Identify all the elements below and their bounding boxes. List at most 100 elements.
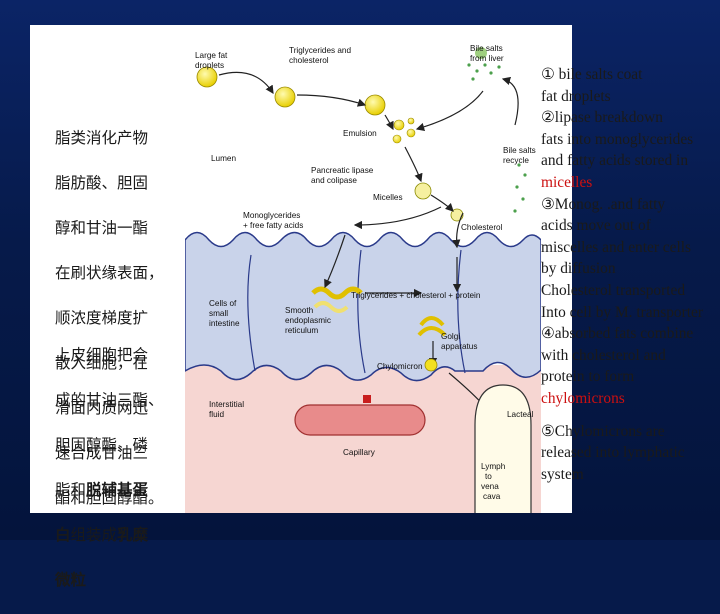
label-chylomicron: Chylomicron [377, 362, 423, 371]
en-line-highlight: chylomicrons [541, 389, 625, 407]
label-triglycerides: Triglycerides and [289, 46, 351, 55]
label-cholesterol: cholesterol [289, 56, 329, 65]
en-line: fats into monoglycerides [541, 130, 694, 148]
label-bile-recycle-1: Bile salts [503, 146, 536, 155]
label-cholesterol-right: Cholesterol [461, 223, 503, 232]
arrow [218, 71, 274, 95]
smooth-er [313, 301, 349, 313]
cn2-text: 组装成 [70, 525, 118, 544]
label-bile-salts: Bile salts [470, 44, 503, 53]
label-cells-3: intestine [209, 319, 240, 328]
label-micelles: Micelles [373, 193, 403, 202]
label-emulsion: Emulsion [343, 129, 377, 138]
smooth-er [311, 286, 363, 300]
en-line: ③Monog. .and fatty [541, 195, 666, 213]
en-line: ④absorbed fats combine [541, 325, 694, 343]
cn2-bold: 白 [55, 525, 71, 544]
intestinal-cells [185, 231, 541, 382]
micelle [414, 182, 432, 200]
label-large-fat: Large fat [195, 51, 228, 60]
label-cells-2: small [209, 309, 228, 318]
cn2-line: 微粒 [55, 569, 185, 592]
fat-droplet [475, 47, 487, 59]
en-line: protein to form [541, 368, 635, 386]
label-golgi-2: apparatus [441, 342, 477, 351]
en-line: system [541, 465, 584, 483]
capillary-marker [363, 395, 371, 403]
label-pancreatic-2: and colipase [311, 176, 357, 185]
label-smooth-2: endoplasmic [285, 316, 331, 325]
cn1-line: 醇和甘油一酯 [55, 218, 149, 237]
cn1-line: 酯和胆固醇酯。 [55, 488, 164, 507]
en-line: ① bile salts coat [541, 66, 643, 83]
label-lymph-4: cava [483, 492, 501, 501]
en-line: ②lipase breakdown [541, 109, 663, 127]
english-explanation: ① bile salts coat fat droplets ②lipase b… [541, 64, 720, 485]
lumen-region [185, 25, 541, 240]
en-line-highlight: micelles [541, 173, 593, 191]
arrow [353, 206, 442, 230]
label-lacteal: Lacteal [507, 410, 534, 419]
label-from-liver: from liver [470, 54, 504, 63]
en-line: acids move out of [541, 217, 651, 235]
en-line: with cholesterol and [541, 346, 666, 364]
label-lymph-2: to [485, 472, 492, 481]
bile-salt-dots [467, 63, 527, 213]
cn2-text: 脂和 [55, 480, 87, 499]
cn2-bold: 微粒 [55, 570, 87, 589]
lacteal [474, 384, 532, 513]
label-capillary: Capillary [343, 448, 376, 457]
cn1-line: 在刷状缘表面， [55, 263, 164, 282]
cell-boundary [457, 249, 466, 374]
arrow [501, 76, 519, 126]
emulsion-droplets [392, 117, 416, 144]
golgi-apparatus [417, 326, 447, 337]
label-bile-recycle-2: recycle [503, 156, 529, 165]
label-tg-protein: Triglycerides + cholesterol + protein [351, 291, 481, 300]
cn1-line: 滑面内质网迅 [55, 398, 149, 417]
label-monoglycerides-1: Monoglycerides [243, 211, 300, 220]
label-monoglycerides-2: + free fatty acids [243, 221, 303, 230]
cn2-bold: 脱辅基蛋 [86, 480, 149, 499]
label-pancreatic-1: Pancreatic lipase [311, 166, 374, 175]
label-smooth-3: reticulum [285, 326, 318, 335]
cell-boundary [247, 254, 256, 372]
en-line: Into cell by M. transporter [541, 303, 703, 321]
en-spacer [541, 410, 720, 421]
label-lymph-1: Lymph [481, 462, 506, 471]
micelle [450, 208, 464, 222]
cn2-line: 白组装成乳糜 [55, 524, 185, 547]
cn2-line: 上皮细胞把合 [55, 345, 149, 364]
en-line: ⑤Chylomicrons are [541, 422, 665, 440]
label-interstitial-2: fluid [209, 410, 224, 419]
label-cells-1: Cells of [209, 299, 237, 308]
arrow [324, 234, 346, 289]
en-line: released into lymphatic [541, 444, 685, 462]
cn1-line: 速合成甘油三 [55, 443, 149, 462]
label-interstitial-1: Interstitial [209, 400, 244, 409]
en-line: Cholesterol transported [541, 281, 686, 299]
cn1-line: 脂肪酸、胆固 [55, 173, 149, 192]
arrow [296, 94, 367, 107]
chylomicron [424, 358, 438, 372]
arrow [384, 114, 394, 131]
cn2-line: 成的甘油三酯、 [55, 390, 164, 409]
golgi-apparatus [419, 316, 445, 327]
en-line: miscelles and enter cells [541, 238, 691, 256]
cell-boundary [357, 249, 366, 374]
fat-droplet [274, 86, 296, 108]
label-lumen: Lumen [211, 154, 236, 163]
label-droplets: droplets [195, 61, 224, 70]
arrow [415, 90, 484, 132]
cn1-line: 散入细胞，在 [55, 353, 149, 372]
cn2-line: 胆固醇酯、磷 [55, 435, 149, 454]
en-line: by diffusion [541, 260, 616, 278]
fat-droplet [196, 66, 218, 88]
arrow [452, 212, 464, 249]
arrow [430, 194, 454, 212]
cn2-line: 脂和脱辅基蛋 [55, 479, 185, 502]
cn1-line: 脂类消化产物 [55, 128, 149, 147]
label-smooth-1: Smooth [285, 306, 314, 315]
en-line: and fatty acids stored in [541, 152, 689, 170]
capillary [294, 404, 426, 436]
